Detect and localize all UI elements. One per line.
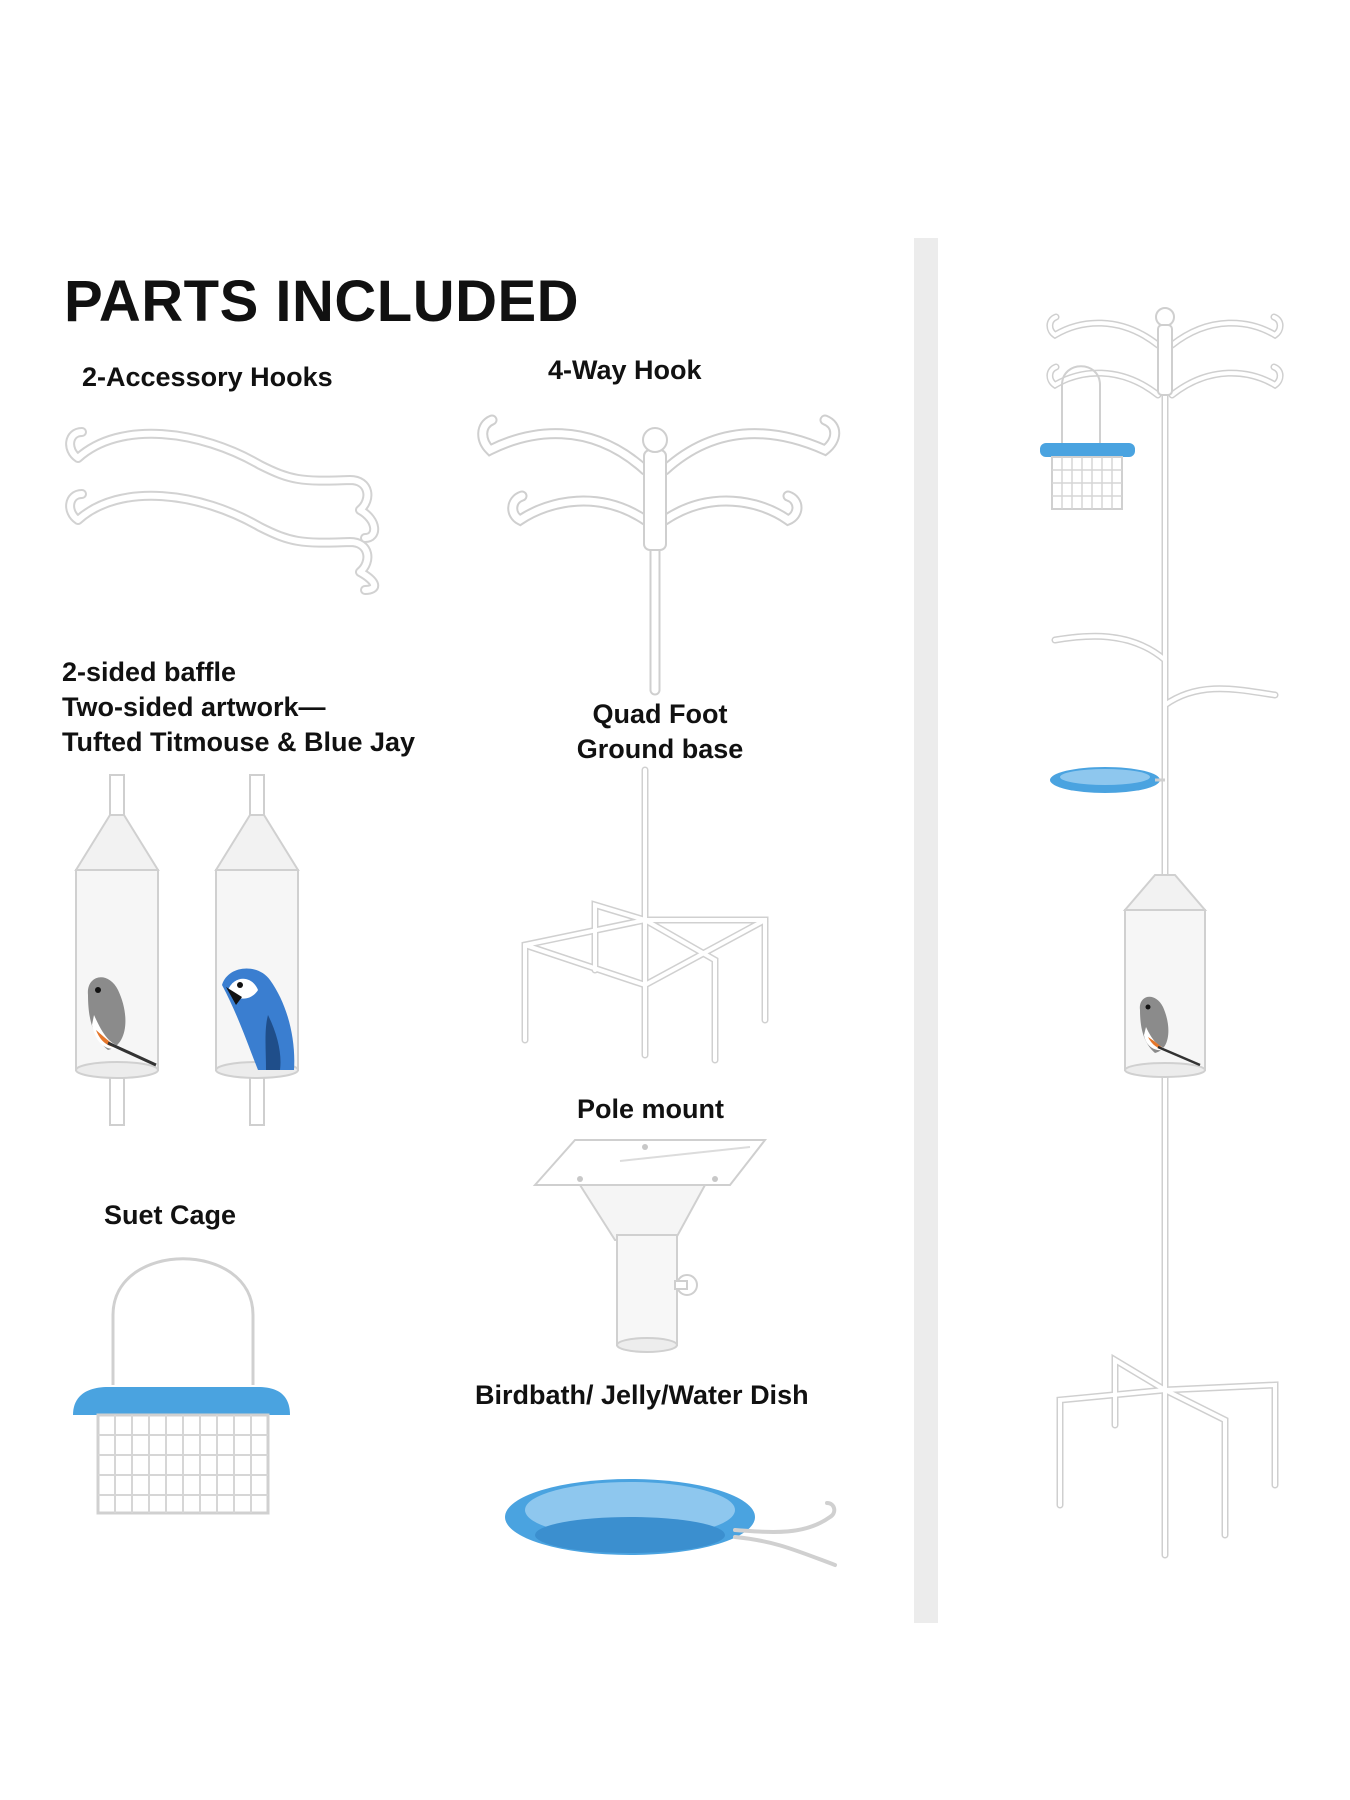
water-dish-icon [505,1479,837,1567]
label-ground-base-line2: Ground base [576,734,744,764]
pole-mount-icon [532,1139,768,1353]
baffle-blue-jay-icon [214,774,300,1126]
assembled-pole-icon [1040,307,1284,1559]
label-baffle-line2: Two-sided artwork— [62,692,326,722]
label-baffle-line1: 2-sided baffle [62,657,237,687]
quad-foot-base-icon [521,766,769,1064]
label-pole-mount: Pole mount [577,1094,724,1124]
four-way-hook-icon [477,414,841,696]
suet-cage-icon [73,1257,290,1515]
label-dish: Birdbath/ Jelly/Water Dish [475,1380,809,1410]
label-accessory-hooks: 2-Accessory Hooks [82,362,333,392]
label-suet-cage: Suet Cage [104,1200,237,1230]
page-title: PARTS INCLUDED [64,269,580,334]
divider [914,238,938,1623]
accessory-hooks-icon [65,427,380,595]
label-baffle-line3: Tufted Titmouse & Blue Jay [62,727,416,757]
baffle-titmouse-icon [74,774,160,1126]
label-four-way-hook: 4-Way Hook [548,355,702,385]
label-ground-base-line1: Quad Foot [592,699,728,729]
